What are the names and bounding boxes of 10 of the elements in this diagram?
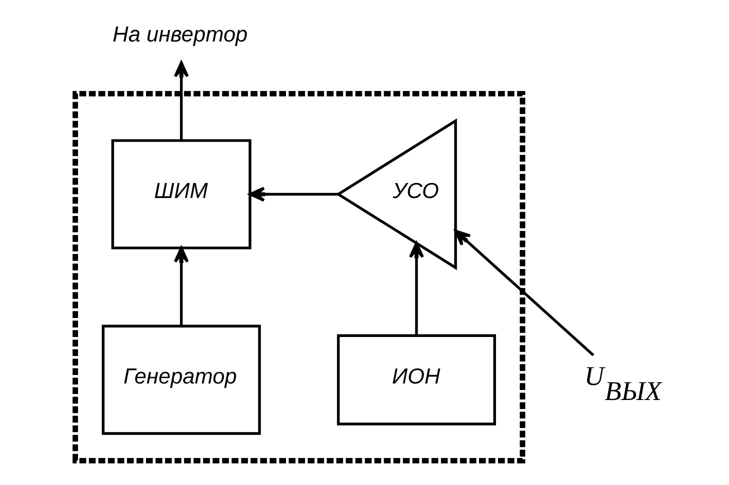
node-box: Генератор	[102, 324, 261, 435]
arrow	[454, 230, 594, 356]
arrow	[409, 242, 424, 336]
cluster	[72, 90, 526, 464]
node-box: ШИМ	[111, 139, 252, 250]
arrow	[174, 61, 189, 140]
node-text: На инвертор	[112, 22, 248, 47]
arrow	[174, 246, 189, 326]
node-box: ИОН	[336, 334, 496, 426]
arrow	[248, 186, 338, 202]
